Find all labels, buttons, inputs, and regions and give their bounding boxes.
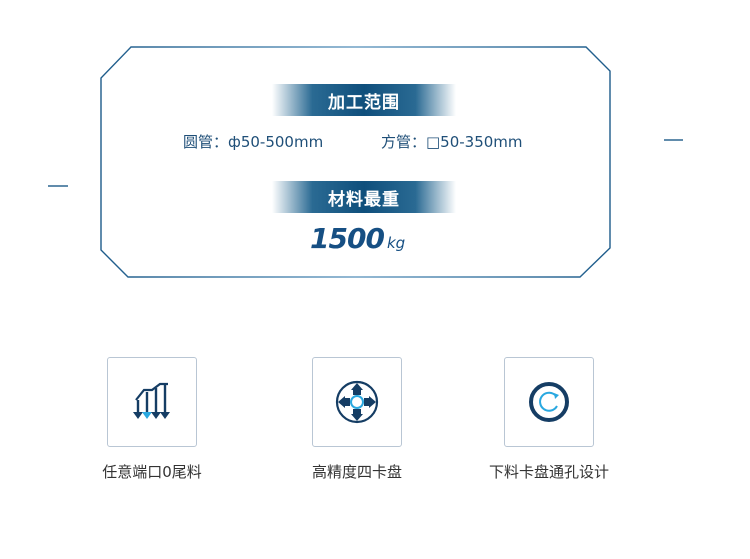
max-weight-title: 材料最重: [272, 181, 456, 213]
round-tube-spec: 圆管：ф50-500mm: [183, 133, 324, 151]
max-weight: 1500 kg: [310, 222, 405, 255]
feature-label-through-hole: 下料卡盘通孔设计: [488, 463, 609, 481]
four-jaw-chuck-icon: [335, 380, 379, 424]
arrows-down-icon: [133, 382, 170, 419]
weight-unit: kg: [386, 234, 406, 252]
weight-value: 1500: [310, 222, 385, 255]
feature-through-hole: [504, 357, 594, 447]
processing-range-title: 加工范围: [272, 84, 456, 116]
decorative-frame: [48, 46, 683, 278]
feature-zero-tailing: [107, 357, 197, 447]
feature-four-chuck: [312, 357, 402, 447]
through-hole-icon: [529, 382, 569, 422]
feature-label-zero-tailing: 任意端口0尾料: [102, 463, 202, 481]
feature-label-four-chuck: 高精度四卡盘: [311, 463, 402, 481]
square-tube-spec: 方管：□50-350mm: [381, 133, 523, 151]
